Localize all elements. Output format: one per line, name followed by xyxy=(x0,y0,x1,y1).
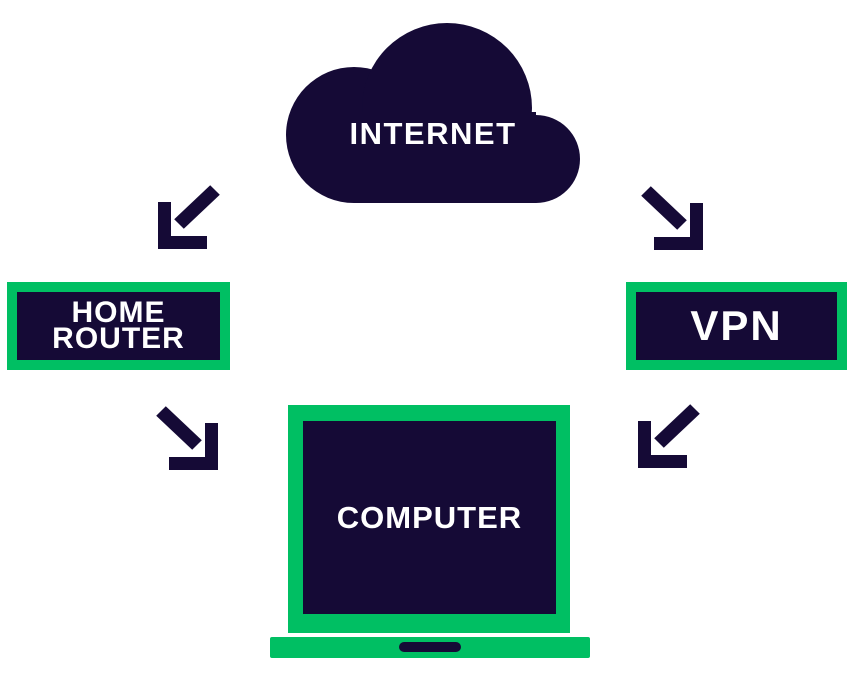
home-router-label-line2: ROUTER xyxy=(52,322,185,355)
internet-node: INTERNET xyxy=(285,22,581,205)
vpn-node: VPN xyxy=(626,282,847,370)
vpn-label: VPN xyxy=(690,302,783,349)
internet-label: INTERNET xyxy=(349,116,517,151)
home-router-node: HOME ROUTER xyxy=(7,282,230,370)
computer-node: COMPUTER xyxy=(288,405,570,633)
arrow-down-left-icon xyxy=(638,404,700,468)
home-router-box: HOME ROUTER xyxy=(17,292,220,360)
arrow-down-right-icon xyxy=(641,186,703,250)
home-router-label: HOME ROUTER xyxy=(52,298,185,355)
computer-label: COMPUTER xyxy=(336,499,523,535)
cloud-icon xyxy=(286,23,580,203)
laptop-base xyxy=(270,637,590,658)
vpn-box: VPN xyxy=(636,292,837,360)
laptop-trackpad-icon xyxy=(399,642,461,652)
arrow-down-right-icon xyxy=(156,406,218,470)
arrow-down-left-icon xyxy=(158,185,220,249)
home-router-label-line1: HOME xyxy=(71,296,166,329)
laptop-screen: COMPUTER xyxy=(303,421,556,614)
